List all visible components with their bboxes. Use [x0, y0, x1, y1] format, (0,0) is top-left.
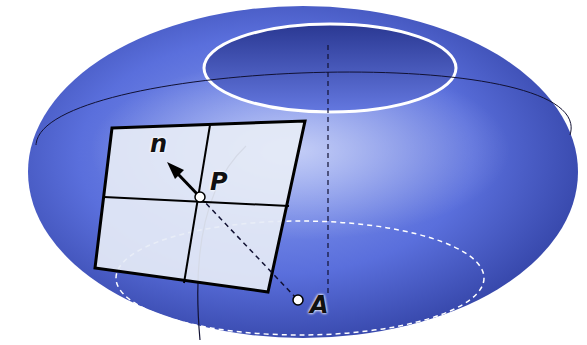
point-marker: [195, 192, 205, 202]
arrow-head: [167, 162, 184, 179]
vector-label: n: [150, 132, 167, 156]
point-label: A: [310, 293, 329, 317]
axis-line: [327, 45, 328, 296]
tangent-plane: [95, 121, 305, 292]
radius-line: [200, 197, 296, 298]
torus-body: [28, 6, 578, 338]
torus-hole: [204, 24, 456, 112]
point-label: P: [210, 170, 228, 194]
point-marker: [293, 295, 303, 305]
